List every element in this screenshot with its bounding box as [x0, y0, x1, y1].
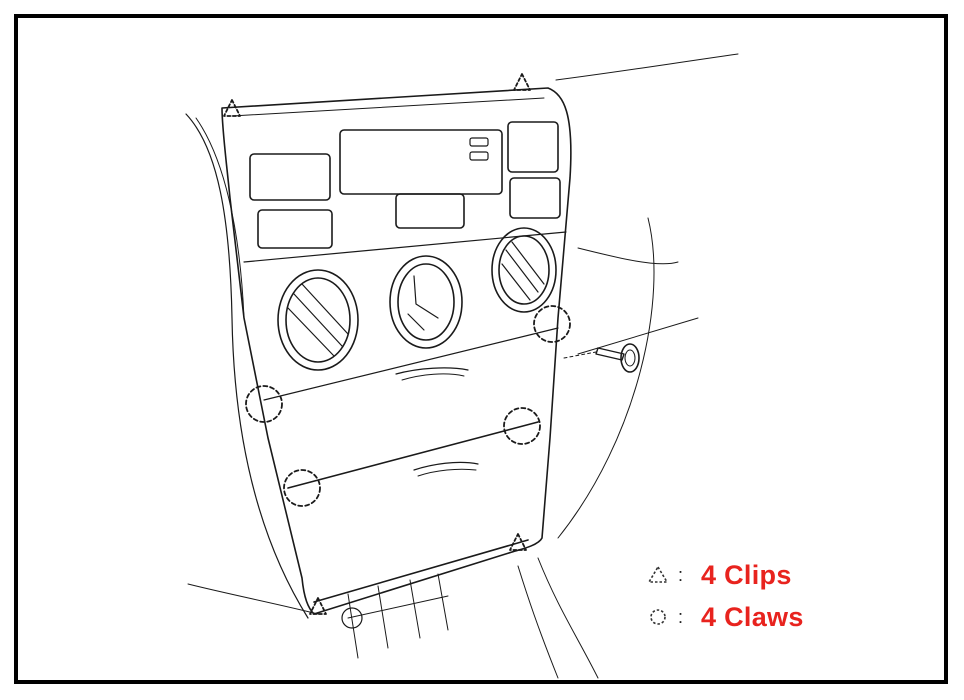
- pocket-upper-lip: [395, 367, 469, 375]
- claw-marker-left-upper: [245, 385, 283, 423]
- pocket-lower-lip-2: [417, 468, 477, 477]
- dashboard-top-line: [555, 53, 739, 81]
- legend-colon: :: [678, 606, 684, 627]
- clip-marker-top-right: [513, 73, 531, 91]
- lower-console-knob: [341, 607, 363, 629]
- dashboard-outline-left: [185, 113, 309, 619]
- panel-window-mid-left: [257, 209, 333, 249]
- panel-inner-edge: [231, 97, 545, 117]
- dashboard-outline-left-2: [195, 117, 245, 319]
- panel-divider-bottom: [313, 539, 529, 603]
- floor-console-right-2: [537, 557, 599, 679]
- dashboard-right-arc: [577, 247, 679, 265]
- panel-outline: [221, 87, 572, 615]
- dashboard-right-curve: [557, 217, 655, 539]
- claw-marker-right-middle: [503, 407, 541, 445]
- clip-marker-top-left: [223, 99, 241, 117]
- legend-row-claws: : 4 Claws: [646, 596, 804, 638]
- pocket-upper-lip-2: [401, 373, 465, 381]
- knob-left: [277, 269, 359, 371]
- center-console-drawing: [185, 53, 739, 679]
- screw-icon: [563, 343, 640, 373]
- panel-window-mid-right: [509, 177, 561, 219]
- floor-console-right: [517, 565, 559, 679]
- pocket-lower-lip: [413, 461, 479, 471]
- panel-divider-middle: [287, 421, 539, 489]
- legend-label-claws: 4 Claws: [701, 601, 804, 632]
- claw-marker-left-middle: [283, 469, 321, 507]
- panel-divider-upper: [243, 231, 567, 263]
- clip-marker-bottom-left: [309, 597, 327, 615]
- panel-window-mid-center: [395, 193, 465, 229]
- panel-small-indicator-1: [469, 137, 489, 147]
- triangle-dashed-icon: [646, 565, 674, 585]
- circle-dashed-icon: [646, 607, 674, 627]
- leader-line: [577, 317, 699, 355]
- clip-marker-bottom-right: [509, 533, 527, 551]
- diagram-frame: : 4 Clips : 4 Claws: [14, 14, 948, 684]
- panel-divider-knob: [263, 327, 559, 401]
- lower-console-details: [347, 573, 449, 659]
- panel-window-top-left: [249, 153, 331, 201]
- legend-colon: :: [678, 564, 684, 585]
- lower-left-arc: [187, 583, 319, 615]
- panel-window-top-center: [339, 129, 503, 195]
- panel-window-top-right: [507, 121, 559, 173]
- legend-label-clips: 4 Clips: [701, 559, 792, 590]
- knob-right: [491, 227, 557, 313]
- legend: : 4 Clips : 4 Claws: [646, 554, 804, 638]
- panel-small-indicator-2: [469, 151, 489, 161]
- legend-row-clips: : 4 Clips: [646, 554, 804, 596]
- claw-marker-right-upper: [533, 305, 571, 343]
- knob-center: [389, 255, 463, 349]
